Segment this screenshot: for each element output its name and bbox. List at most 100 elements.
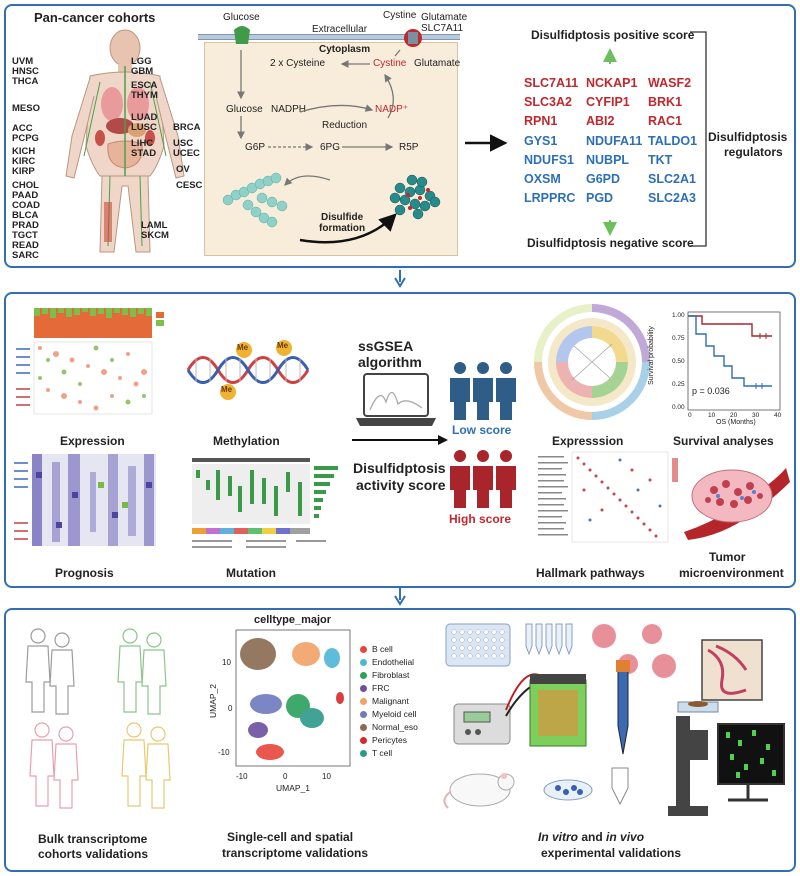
in-vitro-text: In vitro bbox=[538, 830, 579, 844]
gene-label: CYFIP1 bbox=[586, 95, 630, 109]
cancer-label: GBM bbox=[131, 66, 154, 77]
meth-badge: Me bbox=[277, 341, 289, 350]
hallmark-dotplot bbox=[538, 451, 678, 543]
activity-label-1: Disulfidptosis bbox=[353, 460, 446, 476]
gene-label: SLC7A11 bbox=[524, 76, 579, 90]
umap-legend-item: Malignant bbox=[360, 696, 409, 706]
cytoplasm-box bbox=[204, 42, 458, 256]
survival-label: Survival analyses bbox=[673, 434, 774, 448]
legend-label: Pericytes bbox=[372, 735, 407, 745]
gene-label: SLC2A3 bbox=[648, 191, 696, 205]
km-ytick: 1.00 bbox=[672, 312, 685, 319]
glutamate-top-label: Glutamate bbox=[421, 12, 468, 23]
extracellular-label: Extracellular bbox=[312, 24, 368, 35]
ssgsea-label-1: ssGSEA bbox=[358, 338, 414, 354]
high-score-people-icon bbox=[450, 450, 516, 508]
prognosis-label: Prognosis bbox=[55, 566, 114, 580]
umap-legend-item: Myeloid cell bbox=[360, 709, 416, 719]
umap-ylabel: UMAP_2 bbox=[208, 683, 219, 719]
umap-scatter-plot bbox=[235, 629, 351, 767]
expression-right-label: Expresssion bbox=[552, 434, 624, 448]
tumor-label-1: Tumor bbox=[709, 550, 746, 564]
km-ytick: 0.50 bbox=[672, 358, 685, 365]
gene-label: NDUFA11 bbox=[586, 134, 643, 148]
disulfide-label: Disulfide bbox=[321, 212, 364, 223]
gene-label: GYS1 bbox=[524, 134, 558, 148]
km-ytick: 0.00 bbox=[672, 404, 685, 411]
cancer-label: LUAD bbox=[131, 112, 158, 123]
prognosis-heatmap bbox=[14, 454, 156, 546]
glucose-label: Glucose bbox=[226, 104, 263, 115]
km-ylabel: Survival probability bbox=[647, 326, 655, 385]
single-label-2: transcriptome validations bbox=[222, 846, 369, 860]
km-xtick: 10 bbox=[708, 412, 716, 419]
slc7a11-label: SLC7A11 bbox=[421, 23, 464, 34]
cancer-label: ESCA bbox=[131, 80, 158, 91]
methylation-label: Methylation bbox=[213, 434, 280, 448]
cancer-label: THCA bbox=[12, 76, 39, 87]
cancer-label: THYM bbox=[131, 90, 158, 101]
glutamate-label: Glutamate bbox=[414, 58, 461, 69]
high-score-label: High score bbox=[449, 512, 512, 526]
cancer-label: STAD bbox=[131, 148, 157, 159]
invitro-label-2: experimental validations bbox=[541, 846, 682, 860]
gene-label: OXSM bbox=[524, 172, 561, 186]
pan-cancer-title: Pan-cancer cohorts bbox=[34, 10, 156, 25]
umap-ytick: 0 bbox=[228, 704, 233, 713]
and-text: and bbox=[578, 830, 607, 844]
down-arrow-1 bbox=[394, 270, 406, 288]
legend-dot-icon bbox=[360, 646, 367, 654]
gene-label: NUBPL bbox=[586, 153, 630, 167]
cancer-label: LUSC bbox=[131, 122, 157, 133]
flow-arrow bbox=[352, 435, 448, 445]
cancer-label: PRAD bbox=[12, 220, 39, 231]
km-survival-plot bbox=[687, 311, 781, 411]
low-score-label: Low score bbox=[452, 423, 512, 437]
mutation-label: Mutation bbox=[226, 566, 276, 580]
gene-label: NCKAP1 bbox=[586, 76, 638, 90]
laptop-icon bbox=[356, 373, 436, 426]
tumor-microenvironment-illustration bbox=[684, 468, 790, 540]
cancer-label: ACC bbox=[12, 123, 33, 134]
cancer-label: UCEC bbox=[173, 148, 200, 159]
body-figure-illustration bbox=[65, 29, 185, 253]
down-arrow-2 bbox=[394, 588, 406, 606]
legend-label: FRC bbox=[372, 683, 390, 693]
r5p-label: R5P bbox=[399, 142, 419, 153]
gene-label: BRK1 bbox=[648, 95, 683, 109]
km-xtick: 30 bbox=[752, 412, 760, 419]
legend-label: Endothelial bbox=[372, 657, 415, 667]
umap-legend-item: FRC bbox=[360, 683, 389, 693]
umap-xtick: -10 bbox=[236, 772, 248, 781]
single-label-1: Single-cell and spatial bbox=[227, 830, 354, 844]
gene-label: G6PD bbox=[586, 172, 621, 186]
cancer-label: PCPG bbox=[12, 133, 39, 144]
umap-xlabel: UMAP_1 bbox=[276, 783, 311, 793]
positive-score-label: Disulfidptosis positive score bbox=[531, 28, 695, 42]
cystine-top-label: Cystine bbox=[383, 10, 417, 21]
gene-label: RPN1 bbox=[524, 114, 558, 128]
meth-badge: Me bbox=[221, 385, 233, 394]
legend-dot-icon bbox=[360, 685, 367, 693]
glucose-top-label: Glucose bbox=[223, 12, 260, 23]
umap-legend-item: Normal_eso bbox=[360, 722, 418, 732]
umap-title: celltype_major bbox=[254, 614, 332, 626]
km-xtick: 20 bbox=[730, 412, 738, 419]
cancer-label: PAAD bbox=[12, 190, 39, 201]
meth-badge: Me bbox=[237, 343, 249, 352]
gene-label: WASF2 bbox=[648, 76, 692, 90]
formation-label: formation bbox=[319, 223, 366, 234]
legend-dot-icon bbox=[360, 711, 367, 719]
cancer-label: USC bbox=[173, 138, 194, 149]
expression-left-label: Expression bbox=[60, 434, 125, 448]
umap-legend-item: Fibroblast bbox=[360, 670, 409, 680]
umap-xtick: 0 bbox=[283, 772, 288, 781]
cancer-label: HNSC bbox=[12, 66, 39, 77]
low-score-people-icon bbox=[450, 362, 516, 420]
invitro-label-1: In vitro and in vivo bbox=[538, 830, 644, 844]
regulators-label-2: regulators bbox=[724, 145, 783, 159]
bulk-label-1: Bulk transcriptome bbox=[38, 832, 148, 846]
reduction-label: Reduction bbox=[322, 120, 368, 131]
cancer-label: TGCT bbox=[12, 230, 38, 241]
activity-label-2: activity score bbox=[356, 477, 446, 493]
